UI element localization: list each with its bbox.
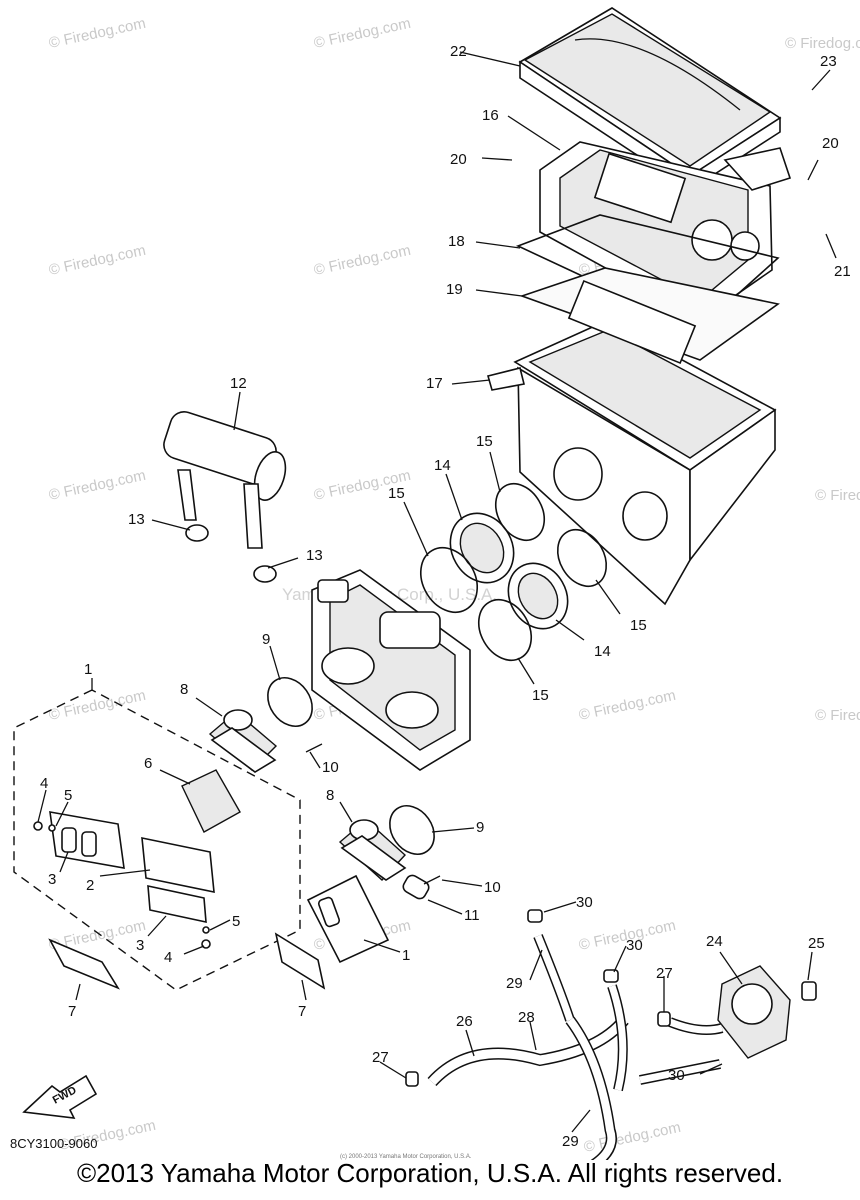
callout-15: 15 [532,687,549,704]
watermark: © Firedog.com [312,15,412,52]
callout-8: 8 [180,681,188,698]
callout-14: 14 [594,643,611,660]
callout-15: 15 [630,617,647,634]
callout-19: 19 [446,281,463,298]
watermark: © Firedog.com [47,467,147,504]
callout-11: 11 [464,907,480,924]
carburetor-assembly [311,569,471,771]
callout-21: 21 [834,263,851,280]
air-box-cover [539,141,792,321]
watermark: © Firedog.com [582,1119,682,1156]
clamp-upper [267,677,313,727]
callout-labels: 22 23 16 20 20 18 21 19 17 12 15 14 15 1… [40,43,851,1150]
callout-9: 9 [262,631,270,648]
callout-3: 3 [48,871,56,888]
callout-18: 18 [448,233,465,250]
hose-clip [657,1011,671,1027]
callout-28: 28 [518,1009,535,1026]
callout-17: 17 [426,375,443,392]
gasket [48,938,120,990]
callout-16: 16 [482,107,499,124]
callout-1: 1 [402,947,410,964]
callout-2: 2 [86,877,94,894]
watermark: © Firedog.com [47,242,147,279]
reed-valve-group-outline [13,689,301,991]
watermark: © Firedog.com [47,687,147,724]
callout-23: 23 [820,53,837,70]
callout-10: 10 [322,759,339,776]
callout-4: 4 [164,949,172,966]
callout-5: 5 [64,787,72,804]
watermark: © Firedog.com [47,15,147,52]
callout-14: 14 [434,457,451,474]
callout-3: 3 [136,937,144,954]
callout-24: 24 [706,933,723,950]
reed-valve-right [274,874,390,990]
callout-8: 8 [326,787,334,804]
intake-silencer [163,411,287,549]
callout-12: 12 [230,375,247,392]
screw [423,875,441,885]
hose-clip [527,909,543,923]
callout-20: 20 [450,151,467,168]
callout-15: 15 [476,433,493,450]
watermark: © Firedog.com [577,687,677,724]
callout-29: 29 [562,1133,579,1150]
callout-5: 5 [232,913,240,930]
cap [253,565,277,583]
clamps [419,482,608,661]
manifold-lower [338,819,407,881]
callout-20: 20 [822,135,839,152]
spacer [402,874,430,900]
callout-10: 10 [484,879,501,896]
callout-9: 9 [476,819,484,836]
reed-valve [141,836,215,894]
exploded-view-svg: © Firedog.com © Firedog.com © Firedog.co… [10,7,860,1186]
screw [305,743,323,753]
callout-30: 30 [668,1067,685,1084]
callout-1: 1 [84,661,92,678]
callout-25: 25 [808,935,825,952]
clamp-lower [389,805,435,855]
watermark: © Firedog.com [785,35,860,52]
callout-29: 29 [506,975,523,992]
reed-plate-2 [147,884,207,924]
watermark: © Firedog.com [815,487,860,504]
callout-13: 13 [306,547,323,564]
callout-15: 15 [388,485,405,502]
reed-valve-stopper [181,769,241,833]
air-box [487,279,777,606]
fine-print: (c) 2000-2013 Yamaha Motor Corporation, … [340,1154,472,1160]
callout-4: 4 [40,775,48,792]
callout-7: 7 [298,1003,306,1020]
watermark: © Firedog.com [312,242,412,279]
intake-joints [449,512,569,630]
callout-30: 30 [576,894,593,911]
callout-27: 27 [372,1049,389,1066]
gasket-right [274,932,326,990]
callout-27: 27 [656,965,673,982]
callout-7: 7 [68,1003,76,1020]
callout-22: 22 [450,43,467,60]
diagram-code: 8CY3100-9060 [10,1136,97,1151]
hose-clip [405,1071,419,1087]
leader-lines [37,51,837,1133]
fuel-pump [717,965,817,1059]
manifold-upper [208,709,278,773]
callout-30: 30 [626,937,643,954]
callout-13: 13 [128,511,145,528]
fwd-arrow-icon: FWD [22,1074,98,1119]
reed-valve-group [33,769,241,990]
callout-6: 6 [144,755,152,772]
callout-26: 26 [456,1013,473,1030]
copyright-footer: ©2013 Yamaha Motor Corporation, U.S.A. A… [76,1158,784,1188]
cap [185,524,209,542]
watermark: © Firedog.com [815,707,860,724]
hose-clip [603,969,619,983]
